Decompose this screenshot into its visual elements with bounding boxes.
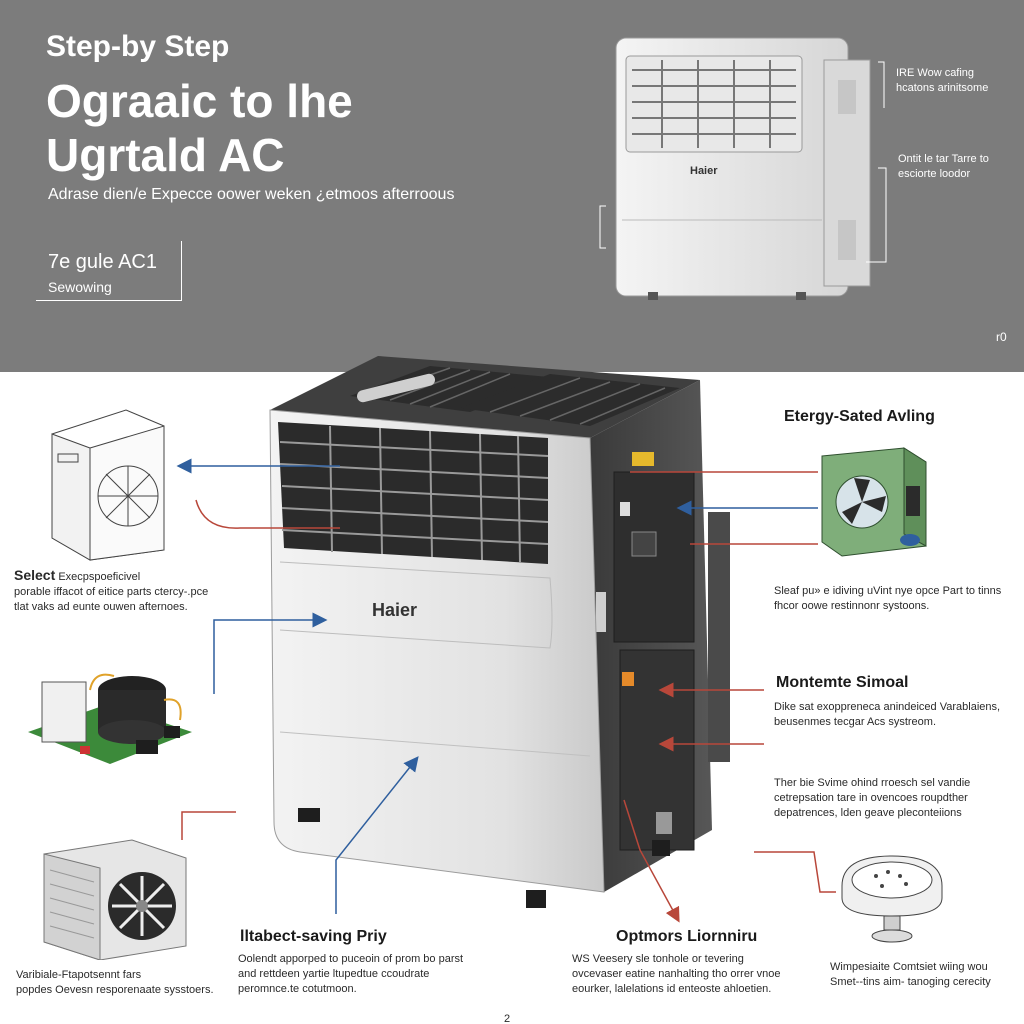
hero-page-marker: r0 [996,330,1007,344]
callout-saving-title: lltabect-saving Priy [240,928,387,945]
condenser-unit-illustration [43,839,187,960]
callout-select-text: porable iffacot of eitice parts ctercy-.… [14,586,209,613]
callout-select-lead: Execpspoeficivel [58,571,141,583]
hero-ac-unit-illustration [615,37,871,300]
hero-banner: Step-by Step Ograaic to lhe Ugrtald AC A… [0,0,1024,372]
hero-box-subtitle: Sewowing [48,279,112,295]
callout-thermostat-text: Wimpesiaite Comtsiet wiing wou Smet--tin… [830,961,991,988]
hero-info-box: 7e gule AC1 Sewowing [36,241,182,301]
callout-saving-text: Oolendt apporped to puceoin of prom bo p… [238,953,464,995]
callout-thermo-text: Ther bie Svime ohind rroesch sel vandie … [774,777,971,819]
hero-note-top: IRE Wow cafing hcatons arinitsome [896,67,989,94]
hero-dimension-lines [599,61,887,263]
callout-monitor-title: Montemte Simoal [776,674,909,691]
callout-variable-text: popdes Oevesn resporenaate sysstoers. [16,984,214,996]
smart-thermostat-illustration [841,855,943,943]
hero-title-line-2: Ugrtald AC [46,129,285,181]
hero-title-line-1: Ograaic to lhe [46,75,353,127]
outdoor-fan-unit-illustration [51,409,165,561]
callout-select-title: Select [14,567,56,583]
hero-title: Ograaic to lhe Ugrtald AC [46,74,353,182]
callout-variable: Varibiale-Ftapotsennt fars popdes Oevesn… [16,968,216,998]
page-number: 2 [504,1013,511,1024]
callout-energy-title: Etergy-Sated Avling [784,408,935,425]
callout-energy-text: Sleaf pu» e idiving uVint nye opce Part … [774,585,1002,612]
compressor-board-illustration [28,673,192,764]
main-ac-unit-illustration [269,356,730,908]
energy-module-illustration [821,447,927,557]
hero-unit-brand: Haier [690,165,718,177]
main-unit-brand: Haier [372,600,418,620]
callout-variable-title: Varibiale-Ftapotsennt fars [16,969,142,981]
callout-optmors-text: WS Veesery sle tonhole or tevering ovcev… [572,953,781,995]
callout-select: Select Execpspoeficivel porable iffacot … [14,568,224,615]
callout-optmors-title: Optmors Liornniru [616,928,758,945]
hero-subtitle: Step-by Step [46,30,230,63]
hero-box-title: 7e gule AC1 [48,251,157,273]
hero-description: Adrase dien/e Expecce oower weken ¿etmoo… [48,186,455,203]
callout-monitor-text: Dike sat exoppreneca anindeiced Varablai… [774,701,1001,728]
hero-note-mid: Ontit le tar Tarre to esciorte loodor [898,153,989,180]
